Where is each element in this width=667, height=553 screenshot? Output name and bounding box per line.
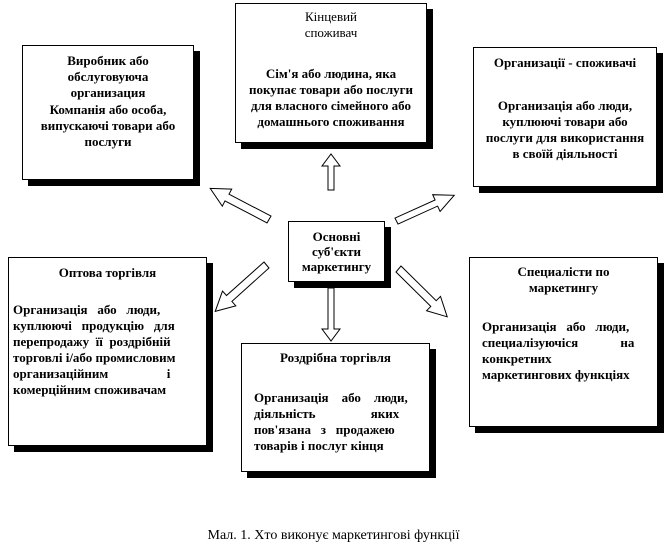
retail-box: Роздрібна торгівля Организація або люди,… <box>241 343 430 472</box>
arrow-to-consumer <box>321 153 341 191</box>
consumer-body-4: домашнього споживання <box>257 114 405 129</box>
org-consumers-body-3: послуги для використання <box>485 130 645 145</box>
specialists-title-1: Специалісти по <box>517 264 610 279</box>
arrow-to-specialists <box>395 265 448 318</box>
retail-body-3: пов'язана з продажею <box>254 422 395 437</box>
consumer-body-1: Сім'я або людина, яка <box>265 66 397 81</box>
specialists-box: Специалісти по маркетингу Организація аб… <box>469 257 658 427</box>
consumer-box: Кінцевий споживач Сім'я або людина, яка … <box>235 3 427 143</box>
wholesale-title: Оптова торгівля <box>58 265 157 280</box>
retail-body-4: товарів і послуг кінця <box>254 438 384 453</box>
wholesale-body-5: организаційним і <box>13 366 171 381</box>
wholesale-body-3: перепродажу її роздрібній <box>13 334 171 349</box>
producer-title-2: обслуговуюча <box>67 69 149 84</box>
figure-caption: Мал. 1. Хто виконує маркетингові функції <box>207 528 460 543</box>
arrow-to-producer <box>209 187 272 224</box>
specialists-title-2: маркетингу <box>528 280 599 295</box>
wholesale-box: Оптова торгівля Организація або люди, ку… <box>8 257 207 446</box>
specialists-body-4: маркетингових функціях <box>482 367 630 382</box>
consumer-title-2: споживач <box>304 25 358 40</box>
arrow-to-org-consumers <box>394 194 456 225</box>
retail-body-2: діяльність яких <box>254 406 400 421</box>
specialists-body-2: специалізуючіся на <box>482 335 635 350</box>
center-line-3: маркетингу <box>301 259 372 274</box>
producer-title-1: Виробник або <box>67 53 149 68</box>
wholesale-body-6: комерційним споживачам <box>13 382 167 397</box>
retail-body-1: Организація або люди, <box>254 390 408 405</box>
producer-body-2: випускаючі товари або <box>40 118 176 133</box>
consumer-title-1: Кінцевий <box>304 9 358 24</box>
wholesale-body-2: куплюючі продукцію для <box>13 318 175 333</box>
producer-box: Виробник або обслуговуюча организация Ко… <box>22 45 194 180</box>
specialists-body-1: Организація або люди, <box>482 319 630 334</box>
org-consumers-title: Организації - споживачі <box>493 55 637 70</box>
specialists-body-3: конкретних <box>482 351 552 366</box>
org-consumers-body-2: куплюючі товари або <box>502 114 628 129</box>
consumer-body-3: для власного сімейного або <box>250 98 412 113</box>
producer-title-3: организация <box>70 85 146 100</box>
wholesale-body-4: торговлі і/або промисловим <box>13 350 176 365</box>
org-consumers-body-1: Организація або люди, <box>497 98 633 113</box>
arrow-to-retail <box>321 287 341 342</box>
producer-body-3: послуги <box>84 134 132 149</box>
org-consumers-box: Организації - споживачі Организація або … <box>473 47 657 187</box>
wholesale-body-1: Организація або люди, <box>13 302 161 317</box>
org-consumers-body-4: в своїй діяльності <box>512 146 618 161</box>
center-box: Основні суб'єкти маркетингу <box>288 221 385 282</box>
retail-title: Роздрібна торгівля <box>280 350 391 365</box>
center-line-2: суб'єкти <box>311 244 362 259</box>
arrow-to-wholesale <box>214 261 270 313</box>
consumer-body-2: покупає товари або послуги <box>248 82 414 97</box>
producer-body-1: Компанія або особа, <box>49 102 167 117</box>
center-line-1: Основні <box>312 229 361 244</box>
